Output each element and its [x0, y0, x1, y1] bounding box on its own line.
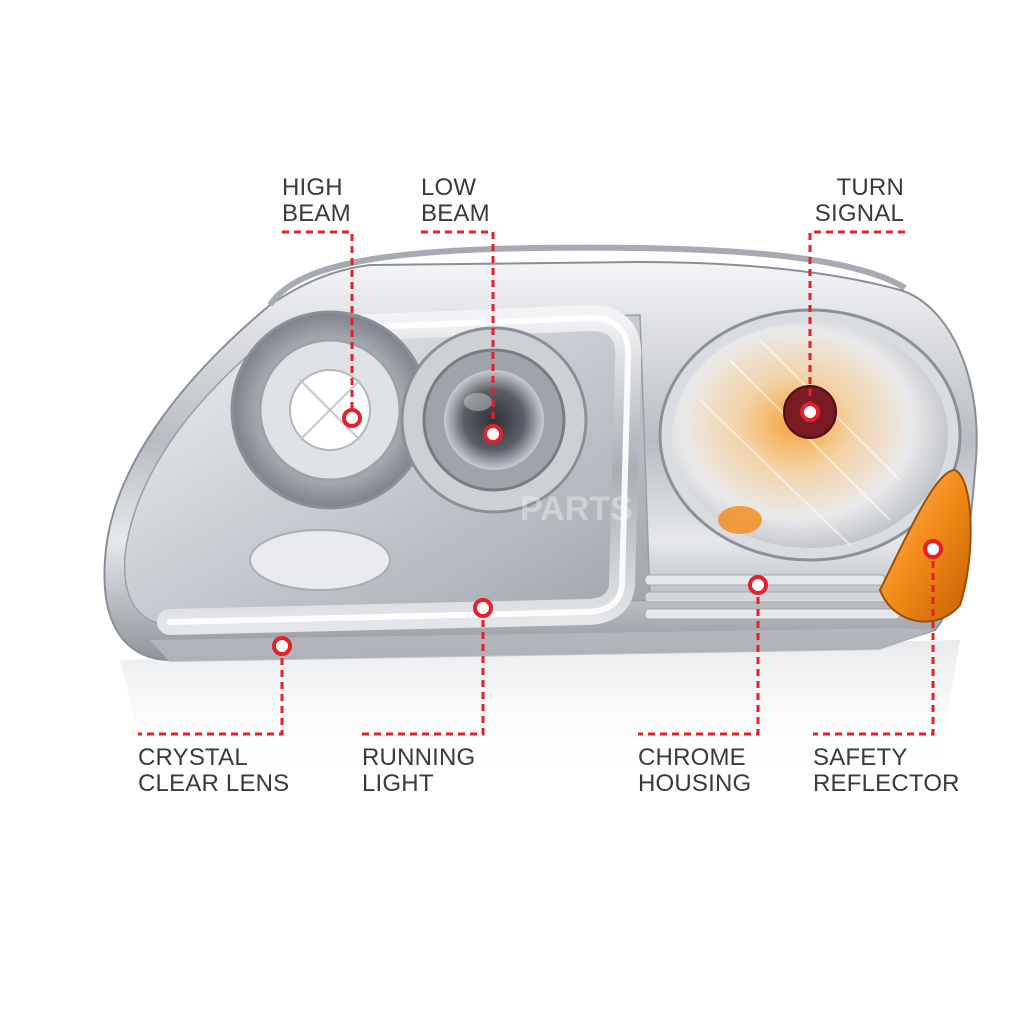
watermark-text: PARTS — [520, 490, 633, 528]
callout-dot-safety-reflector — [923, 539, 943, 559]
callout-line-high-beam — [282, 230, 354, 418]
label-turn-signal: TURN SIGNAL — [814, 174, 904, 227]
callout-dot-turn-signal — [800, 402, 820, 422]
label-safety-reflector: SAFETY REFLECTOR — [813, 744, 960, 797]
callout-dot-chrome-housing — [748, 575, 768, 595]
turn-signal-lamp — [658, 308, 962, 562]
chrome-housing-strips — [644, 574, 901, 620]
label-high-beam: HIGH BEAM — [282, 174, 351, 227]
callout-dot-low-beam — [483, 424, 503, 444]
callout-line-low-beam — [421, 230, 495, 434]
label-low-beam: LOW BEAM — [421, 174, 490, 227]
callout-line-chrome-housing — [638, 585, 760, 736]
label-chrome-housing: CHROME HOUSING — [638, 744, 752, 797]
callout-dot-running-light — [473, 598, 493, 618]
callout-dot-high-beam — [342, 408, 362, 428]
floor-reflection — [120, 640, 960, 780]
label-running-light: RUNNING LIGHT — [362, 744, 476, 797]
callout-line-crystal-clear-lens — [138, 646, 284, 736]
callout-lines — [138, 230, 935, 736]
high-beam-lamp — [230, 310, 430, 510]
low-beam-projector — [400, 326, 588, 514]
label-crystal-clear-lens: CRYSTAL CLEAR LENS — [138, 744, 290, 797]
callout-line-running-light — [362, 608, 485, 736]
headlight-assembly — [103, 244, 978, 662]
callout-dot-crystal-clear-lens — [272, 636, 292, 656]
callout-line-safety-reflector — [813, 549, 935, 736]
callout-dots — [272, 402, 943, 656]
